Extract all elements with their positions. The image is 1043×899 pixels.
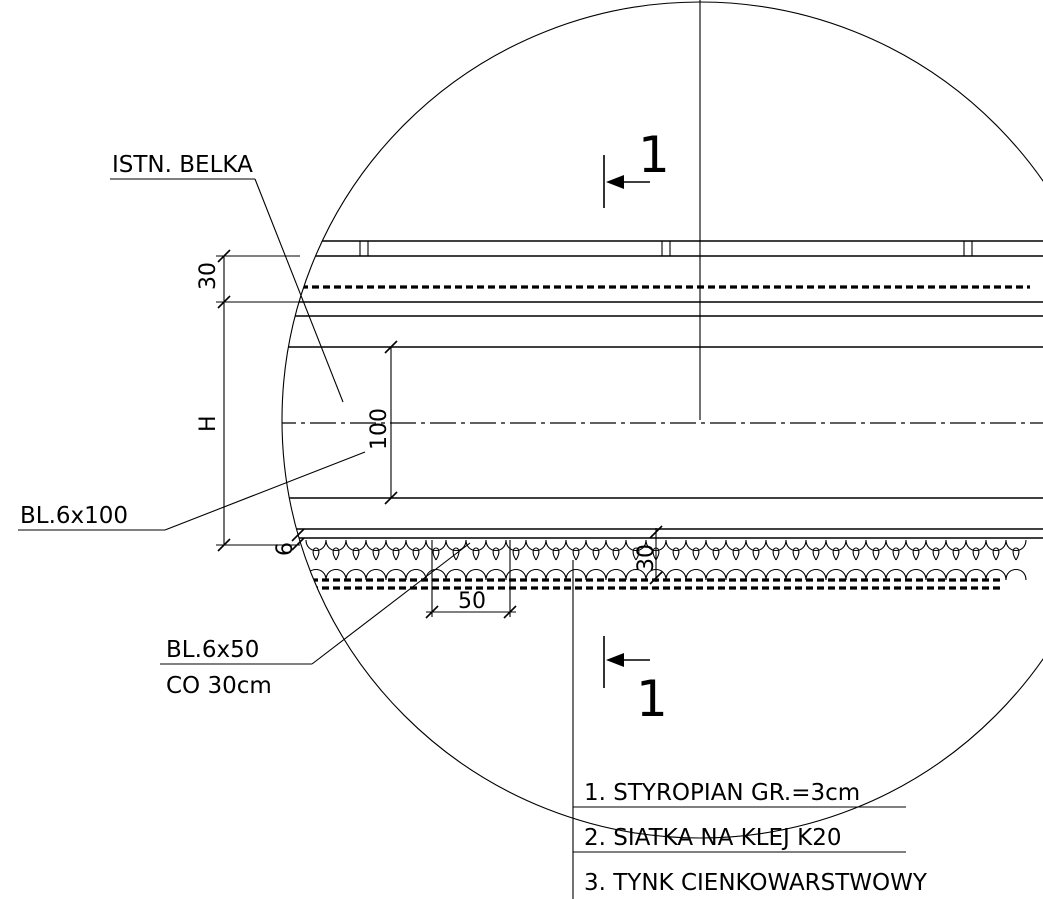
dimension-insulation: 30 <box>634 525 663 585</box>
section-arrow-bottom-icon <box>606 653 624 667</box>
insulation-loop <box>845 539 867 581</box>
insulation-loop <box>705 539 727 581</box>
insulation-loop <box>945 539 967 581</box>
label-plate-6x100: BL.6x100 <box>18 451 366 531</box>
label-plate-6x50-text: BL.6x50 <box>166 637 259 663</box>
insulation-loop <box>345 539 367 581</box>
label-existing-beam: ISTN. BELKA <box>110 152 344 403</box>
insulation-loop <box>725 539 747 581</box>
plate-6x50-outline <box>431 540 511 617</box>
dimension-top-layer: 30 <box>196 249 300 309</box>
section-layers <box>282 240 1043 590</box>
insulation-loop <box>385 539 407 581</box>
insulation-loop <box>745 539 767 581</box>
section-mark-bottom-number: 1 <box>636 670 668 728</box>
section-mark-bottom: 1 <box>603 636 668 728</box>
dimension-plate-thickness-label: 6 <box>273 542 298 556</box>
insulation-loop <box>485 539 507 581</box>
insulation-loop <box>905 539 927 581</box>
layers-legend: 1. STYROPIAN GR.=3cm 2. SIATKA NA KLEJ K… <box>572 560 928 899</box>
insulation-loop <box>685 539 707 581</box>
insulation-loop <box>565 539 587 581</box>
insulation-loop <box>585 539 607 581</box>
insulation-loop <box>785 539 807 581</box>
dimension-plate-width: 50 <box>425 589 517 619</box>
insulation-loop <box>545 539 567 581</box>
insulation-loop <box>365 539 387 581</box>
dimension-plate-thickness: 6 <box>273 528 305 556</box>
insulation-loop <box>525 539 547 581</box>
label-plate-6x100-text: BL.6x100 <box>20 503 128 529</box>
insulation-loop <box>925 539 947 581</box>
insulation-loop <box>625 539 647 581</box>
insulation-loop <box>885 539 907 581</box>
label-existing-beam-text: ISTN. BELKA <box>112 152 253 178</box>
layer-item-3: 3. TYNK CIENKOWARSTWOWY <box>584 870 928 896</box>
layer-item-1: 1. STYROPIAN GR.=3cm <box>584 780 860 806</box>
insulation-loop <box>325 539 347 581</box>
insulation-loop <box>605 539 627 581</box>
insulation-loop <box>465 539 487 581</box>
section-arrow-top-icon <box>606 175 624 189</box>
insulation-loop <box>445 539 467 581</box>
dimension-insulation-label: 30 <box>634 544 659 572</box>
layer-item-2: 2. SIATKA NA KLEJ K20 <box>584 825 841 851</box>
insulation-loop <box>865 539 887 581</box>
dimension-plate-width-label: 50 <box>458 589 486 614</box>
label-plate-6x50: BL.6x50 CO 30cm <box>160 542 471 699</box>
section-mark-top: 1 <box>603 126 670 208</box>
styrofoam-insulation-hatch <box>305 539 1027 581</box>
dimension-plate-height: 100 <box>367 340 398 505</box>
dimension-height-label: H <box>196 415 221 432</box>
insulation-loop <box>305 539 327 581</box>
dimension-height: H <box>196 302 300 552</box>
insulation-loop <box>665 539 687 581</box>
insulation-loop <box>965 539 987 581</box>
insulation-loop <box>1005 539 1027 581</box>
insulation-loop <box>985 539 1007 581</box>
insulation-loop <box>765 539 787 581</box>
dimension-top-layer-label: 30 <box>196 262 221 290</box>
insulation-loop <box>505 539 527 581</box>
section-mark-top-number: 1 <box>638 126 670 184</box>
insulation-loop <box>805 539 827 581</box>
slab-joints <box>359 241 973 256</box>
insulation-loop <box>825 539 847 581</box>
insulation-loop <box>405 539 427 581</box>
label-spacing-text: CO 30cm <box>166 673 272 699</box>
dimension-plate-height-label: 100 <box>367 408 392 450</box>
